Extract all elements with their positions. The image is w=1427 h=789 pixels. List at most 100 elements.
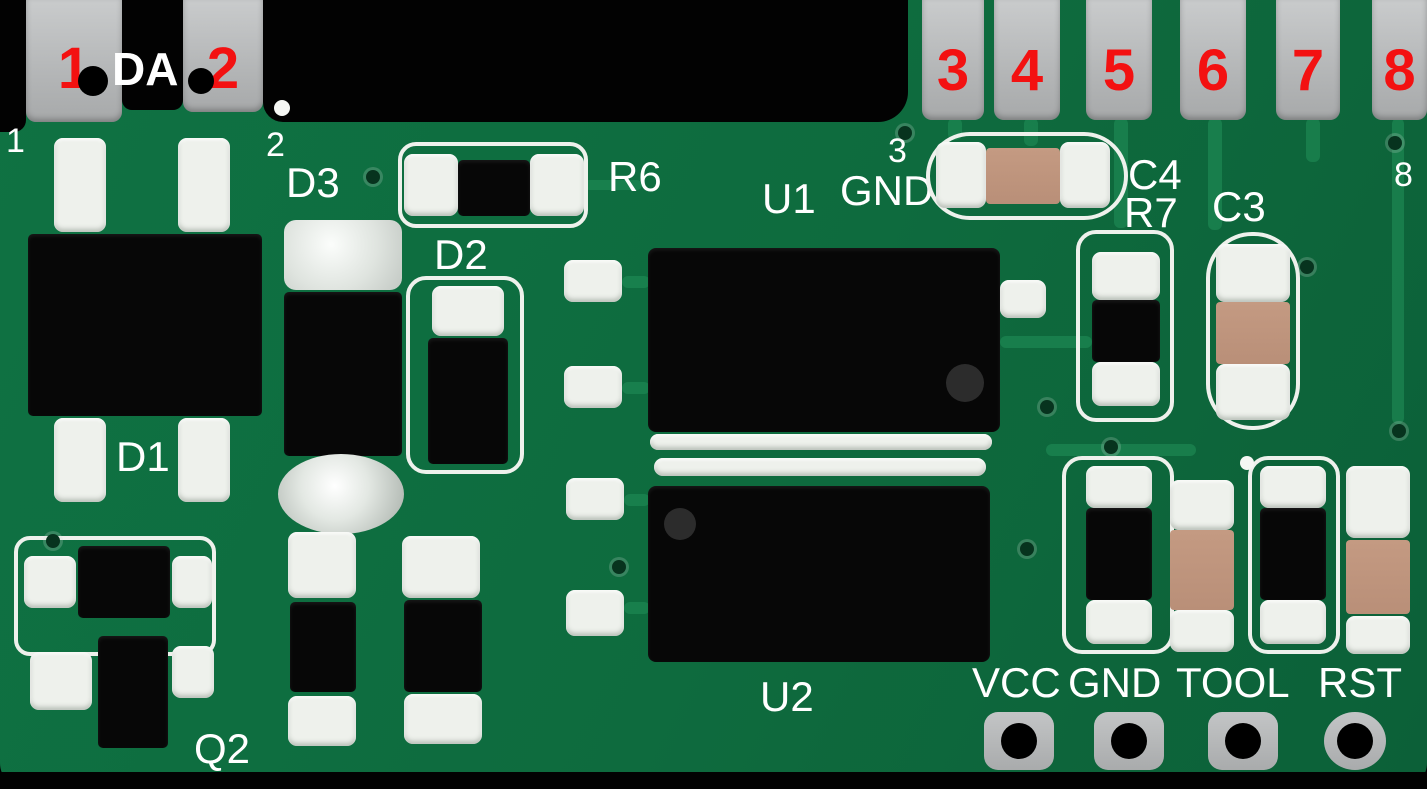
br-cap-body [1170,530,1234,610]
edge-pad-4: 4 [994,0,1060,120]
c3-outline [1206,232,1300,430]
u2-pad [566,478,624,520]
edge-pad-8: 8 [1372,0,1427,120]
br-cap-body [1346,540,1410,614]
trace [622,276,650,288]
r7-body [1092,300,1160,362]
pad-hole-icon [188,68,214,94]
trace [1392,118,1404,424]
d1-pad [54,418,106,502]
u2-pin1-dimple [664,508,696,540]
smd-pad [404,694,482,744]
via-icon [366,170,380,184]
label-gnd: GND [1068,659,1162,706]
u1-pin1-dimple [946,364,984,402]
u2-bar [654,458,986,476]
hole-icon [1225,723,1261,759]
c4-terminal [936,142,986,208]
label-tool: TOOL [1176,659,1290,706]
c4-outline [926,132,1128,220]
r6-pad [404,154,458,216]
q2-pad [24,556,76,608]
br-body [1086,508,1152,600]
pad-hole-icon [78,66,108,96]
d3-pad [284,220,402,290]
via-icon [1104,440,1118,454]
pin-number-7: 7 [1291,38,1325,103]
trace [622,382,650,394]
br-outline [1248,456,1340,654]
r7-pad [1092,362,1160,406]
label-r7: R7 [1124,189,1178,236]
tool-pad-hole [1208,712,1278,770]
u1-bar [650,434,992,450]
via-icon [1388,136,1402,150]
mount-hole-icon [274,100,290,116]
pin-number-3: 3 [936,38,970,103]
trace [624,494,650,506]
trace [584,180,642,190]
u1-body [648,248,1000,432]
label-u1: U1 [762,175,816,222]
br-cap-terminal [1346,616,1410,654]
edge-pad-1: 1 [26,0,122,122]
r6-body [458,160,530,216]
label-c3: C3 [1212,183,1266,230]
br-pad [1260,600,1326,644]
br-body [1260,508,1326,600]
d3-body [284,292,402,456]
d2-outline [406,276,524,474]
pin-number-6: 6 [1196,38,1230,103]
label-d3: D3 [286,159,340,206]
r6-outline [398,142,588,228]
br-pad [1260,466,1326,508]
br-pad [1086,600,1152,644]
trace [1306,118,1320,162]
c4-terminal [1060,142,1110,208]
rst-pad-hole [1324,712,1386,770]
c3-terminal [1216,364,1290,420]
board-edge-notch [263,0,908,122]
u1-pad [1000,280,1046,318]
via-icon [1392,424,1406,438]
board-edge-top-left [0,0,26,132]
vcc-pad-hole [984,712,1054,770]
c3-terminal [1216,244,1290,302]
board-edge-gap-1-2 [122,0,183,110]
label-c4: C4 [1128,151,1182,198]
u2-pad [566,590,624,636]
label-rst: RST [1318,659,1402,706]
edge-pad-7: 7 [1276,0,1340,120]
smd-pad [402,536,480,598]
q2-pad [172,556,212,608]
via-icon [898,126,912,140]
br-cap-terminal [1170,610,1234,652]
q2-body [78,546,170,618]
edge-pad-2: 2 [183,0,263,112]
via-icon [612,560,626,574]
u2-body [648,486,990,662]
white-pin-8: 8 [1394,156,1413,194]
smd-body [290,602,356,692]
label-q2: Q2 [194,725,251,772]
trace [1000,336,1092,348]
board-edge-bottom [0,772,1427,789]
label-d1: D1 [116,433,170,480]
r7-outline [1076,230,1174,422]
c3-body [1216,302,1290,364]
u1-pad [564,366,622,408]
smd-body [404,600,482,692]
br-cap-terminal [1170,480,1234,530]
label-u2: U2 [760,673,814,720]
smd-pad [288,532,356,598]
c4-body [986,148,1060,204]
d3-solder-blob [278,454,404,534]
edge-pad-5: 5 [1086,0,1152,120]
smd-pad [288,696,356,746]
pin-number-8: 8 [1383,38,1416,103]
via-icon [1300,260,1314,274]
r7-pad [1092,252,1160,300]
label-u1-gnd: GND [840,167,934,214]
d1-body [28,234,262,416]
